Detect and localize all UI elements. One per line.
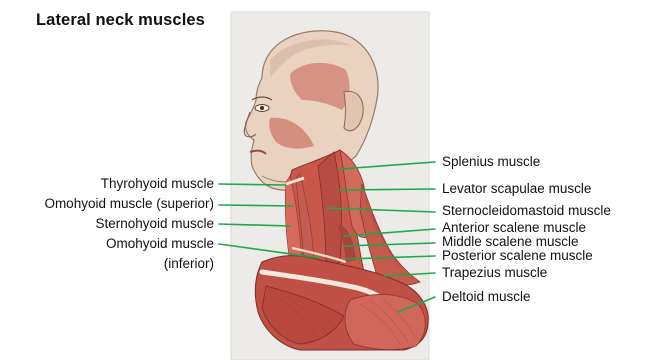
deltoid-shape <box>345 294 425 349</box>
label-posterior-scalene: Posterior scalene muscle <box>442 248 593 264</box>
label-omohyoid-inferior-sub: (inferior) <box>164 256 214 272</box>
label-sternocleidomastoid: Sternocleidomastoid muscle <box>442 203 611 219</box>
label-sternohyoid: Sternohyoid muscle <box>95 216 214 232</box>
label-levator-scapulae: Levator scapulae muscle <box>442 181 591 197</box>
label-deltoid: Deltoid muscle <box>442 289 531 305</box>
label-thyrohyoid: Thyrohyoid muscle <box>101 176 214 192</box>
label-trapezius: Trapezius muscle <box>442 265 547 281</box>
label-omohyoid-superior: Omohyoid muscle (superior) <box>44 196 214 212</box>
label-omohyoid-inferior: Omohyoid muscle <box>106 236 214 252</box>
label-splenius: Splenius muscle <box>442 154 540 170</box>
